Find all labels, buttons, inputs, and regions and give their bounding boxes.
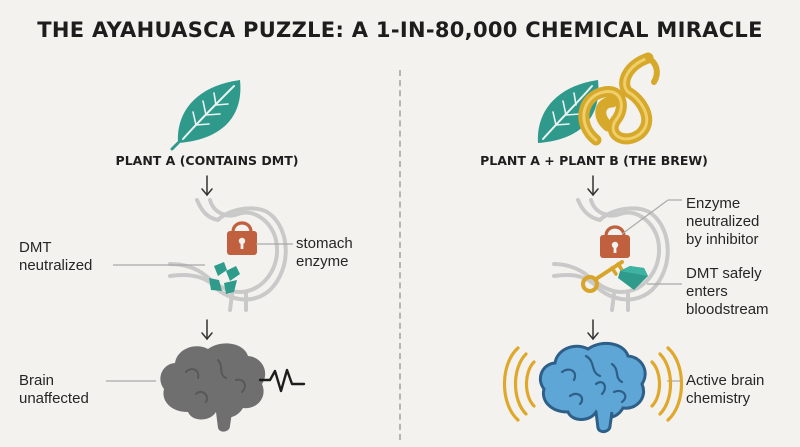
heading-plant-a-plus-b: PLANT A + PLANT B (THE BREW) [480, 153, 708, 168]
arrow-down-icon [587, 175, 599, 197]
stomach-icon [552, 198, 670, 312]
crystal-icon [618, 266, 648, 290]
vine-icon [578, 52, 660, 146]
leaf-icon [537, 80, 599, 143]
page-title: THE AYAHUASCA PUZZLE: A 1-IN-80,000 CHEM… [37, 18, 763, 42]
signal-waves-icon [502, 346, 684, 422]
broken-crystal-icon [209, 262, 240, 294]
arrow-down-icon [201, 175, 213, 197]
lock-icon [227, 221, 257, 255]
arrow-down-icon [201, 319, 213, 341]
label-leader-lines [106, 243, 293, 382]
label-active-brain-chemistry: Active brain chemistry [686, 372, 765, 407]
leaf-icon [170, 80, 241, 151]
label-stomach-enzyme: stomach enzyme [296, 235, 353, 270]
heading-plant-a: PLANT A (CONTAINS DMT) [115, 153, 299, 168]
label-dmt-neutralized: DMT neutralized [19, 239, 93, 274]
center-divider [399, 70, 401, 440]
brain-icon [160, 343, 266, 432]
key-icon [581, 260, 624, 293]
brain-icon [539, 341, 647, 434]
arrow-down-icon [587, 319, 599, 341]
label-brain-unaffected: Brain unaffected [19, 372, 89, 407]
label-enzyme-neutralized: Enzyme neutralized by inhibitor [686, 195, 760, 248]
flatline-icon [258, 368, 306, 393]
label-dmt-enters-bloodstream: DMT safely enters bloodstream [686, 265, 769, 318]
